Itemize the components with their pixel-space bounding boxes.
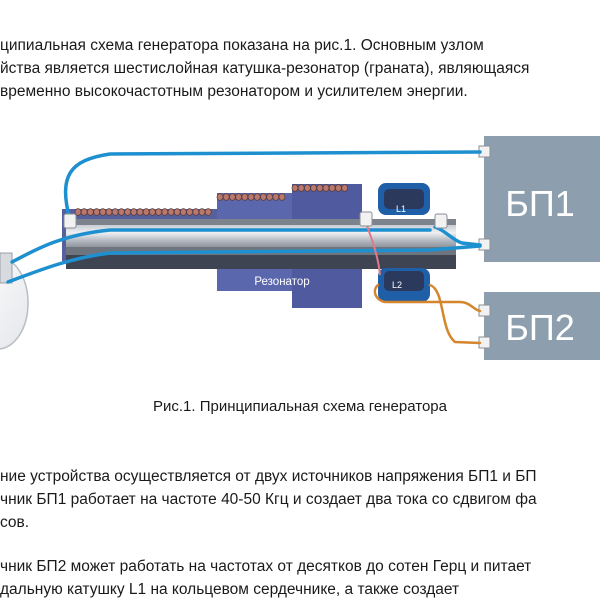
- wire-l2-upper: [373, 283, 482, 313]
- coil-turn: [341, 184, 348, 192]
- coil-turn: [304, 184, 311, 192]
- text-line: временно высокочастотным резонатором и у…: [0, 83, 468, 100]
- coil-turn: [335, 184, 342, 192]
- bp2-label: БП2: [505, 307, 575, 348]
- text-line: чник БП1 работает на частоте 40-50 Кгц и…: [0, 491, 537, 508]
- bp1-label: БП1: [505, 183, 575, 224]
- figure-caption: Рис.1. Принципиальная схема генератора: [152, 398, 447, 415]
- coil-turn: [253, 193, 261, 201]
- coil-turn: [297, 184, 305, 192]
- lamp-bulb: [0, 252, 29, 350]
- bp2-power-supply: БП2: [478, 292, 600, 360]
- terminal-mid: [359, 211, 373, 227]
- text-line: дальную катушку L1 на кольцевом сердечни…: [0, 581, 460, 598]
- resonator-label: Резонатор: [254, 276, 309, 288]
- coil-turn: [247, 193, 255, 201]
- coil-turn: [204, 208, 212, 216]
- text-line: сов.: [0, 514, 30, 531]
- coil-turn: [167, 208, 175, 216]
- terminal-left: [63, 213, 77, 229]
- terminal-right: [434, 213, 448, 229]
- coil-turn: [198, 208, 206, 216]
- coil-turn: [173, 208, 181, 216]
- wire-l2-lower: [428, 283, 482, 345]
- coil-turn: [186, 208, 193, 216]
- l1-label: L1: [396, 204, 406, 214]
- coil-turn: [235, 193, 242, 201]
- coil-turn: [222, 193, 230, 201]
- generator-schematic: Резонатор L1 L2 БП1 БП2: [0, 136, 600, 360]
- text-line: йства является шестислойная катушка-резо…: [0, 60, 530, 77]
- wire-lamp-lower: [6, 244, 482, 284]
- l2-coil: L2: [378, 268, 430, 302]
- coil-turn: [216, 193, 224, 201]
- coil-turn: [272, 193, 280, 201]
- text-line: чник БП2 может работать на частотах от д…: [0, 558, 532, 575]
- l2-label: L2: [392, 280, 402, 290]
- coil-turn: [118, 208, 125, 216]
- coil-turn: [266, 193, 273, 201]
- coil-turn: [291, 184, 299, 192]
- coil-turn: [260, 193, 267, 201]
- coil-turn: [149, 208, 156, 216]
- coil-turn: [278, 193, 286, 201]
- wire-bp1-top: [63, 150, 482, 222]
- coil-turn: [229, 193, 236, 201]
- core-rod: [66, 219, 456, 269]
- bp1-power-supply: БП1: [478, 136, 600, 262]
- coil-turn: [322, 184, 330, 192]
- coil-turn: [241, 193, 249, 201]
- coil-turn: [310, 184, 317, 192]
- body-paragraph-1: ние устройства осуществляется от двух ис…: [0, 465, 537, 534]
- coil-turn: [142, 208, 150, 216]
- text-line: ципиальная схема генератора показана на …: [0, 37, 484, 54]
- coil-turn: [155, 208, 162, 216]
- coil-turn: [180, 208, 187, 216]
- coil-turn: [316, 184, 324, 192]
- coil-turn: [80, 208, 88, 216]
- coil-windings: [74, 184, 348, 216]
- wire-lamp-upper: [10, 228, 432, 264]
- coil-turn: [192, 208, 200, 216]
- coil-turn: [124, 208, 131, 216]
- coil-turn: [111, 208, 119, 216]
- coil-turn: [93, 208, 100, 216]
- coil-turn: [161, 208, 169, 216]
- coil-turn: [105, 208, 113, 216]
- text-line: ние устройства осуществляется от двух ис…: [0, 468, 537, 485]
- coil-turn: [130, 208, 138, 216]
- l1-coil: L1: [378, 183, 430, 215]
- coil-turn: [87, 208, 94, 216]
- coil-turn: [136, 208, 144, 216]
- intro-paragraph: ципиальная схема генератора показана на …: [0, 34, 529, 103]
- coil-turn: [328, 184, 336, 192]
- coil-turn: [99, 208, 107, 216]
- body-paragraph-2: чник БП2 может работать на частотах от д…: [0, 555, 531, 601]
